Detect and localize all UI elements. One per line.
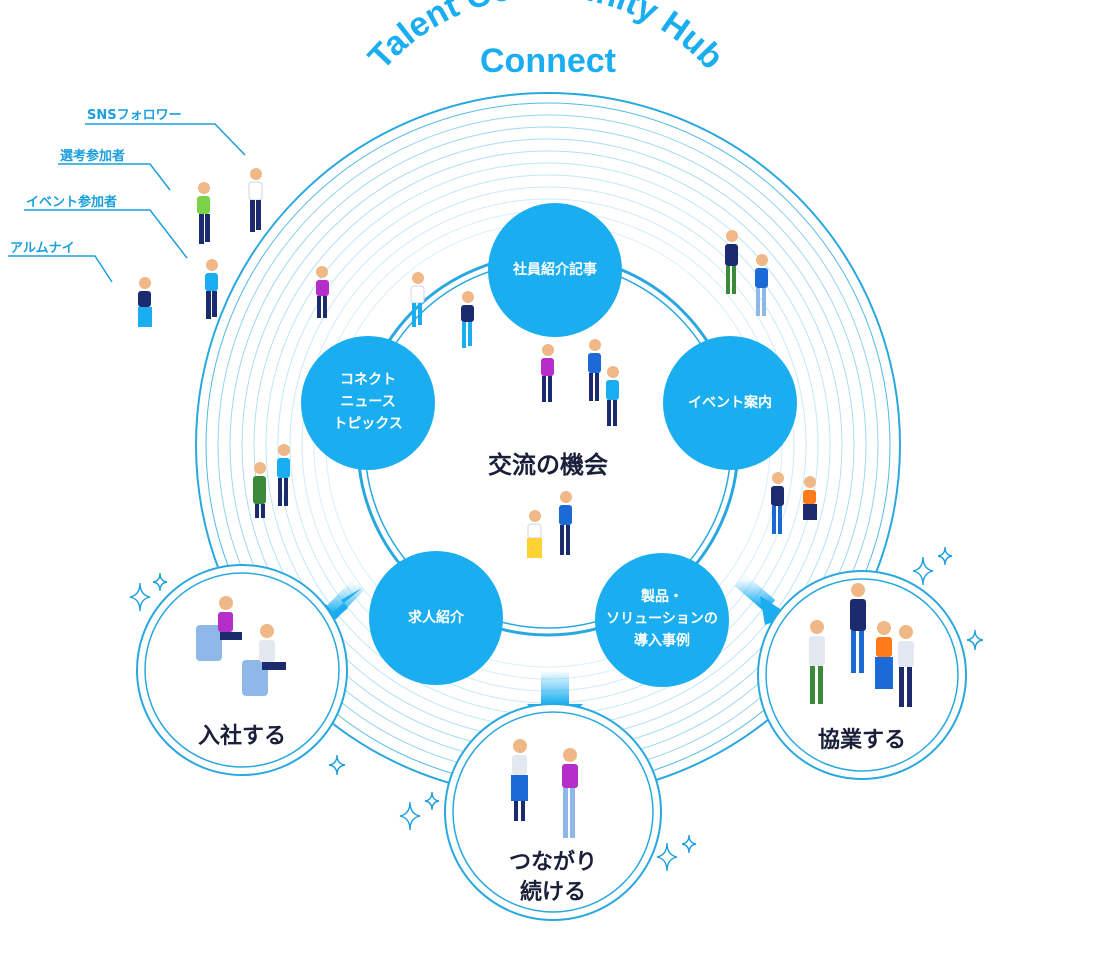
audience-label-sns-followers: SNSフォロワー bbox=[87, 108, 182, 123]
person-icon bbox=[755, 254, 768, 316]
person-icon bbox=[242, 624, 286, 696]
node-label-case-studies: 製品・ ソリューションの 導入事例 bbox=[606, 589, 718, 649]
node-label-employee-articles: 社員紹介記事 bbox=[513, 262, 597, 278]
node-case-studies bbox=[595, 553, 729, 687]
person-icon bbox=[541, 344, 554, 402]
person-icon bbox=[511, 739, 528, 821]
person-icon bbox=[809, 620, 825, 704]
node-label-job-listings: 求人紹介 bbox=[408, 610, 464, 626]
outcome-label-join: 入社する bbox=[197, 724, 286, 749]
person-icon bbox=[875, 621, 893, 689]
person-icon bbox=[771, 472, 784, 534]
audience-label-applicants: 選考参加者 bbox=[60, 149, 126, 164]
center-label: 交流の機会 bbox=[488, 451, 608, 479]
node-connect-news bbox=[301, 336, 435, 470]
outcome-label-stay-connected: つながり 続ける bbox=[508, 850, 597, 905]
person-icon bbox=[588, 339, 601, 401]
person-icon bbox=[527, 510, 542, 558]
node-event-info bbox=[663, 336, 797, 470]
person-icon bbox=[248, 168, 263, 232]
person-icon bbox=[205, 259, 218, 319]
node-employee-articles bbox=[488, 203, 622, 337]
person-icon bbox=[316, 266, 329, 318]
outcome-circles bbox=[136, 564, 967, 921]
person-icon bbox=[253, 462, 266, 518]
outcome-circle-stay-connected bbox=[444, 703, 662, 921]
outcome-label-collaborate: 協業する bbox=[817, 728, 906, 753]
person-icon bbox=[196, 596, 242, 661]
person-icon bbox=[898, 625, 914, 707]
audience-leader-lines bbox=[8, 123, 246, 283]
audience-label-alumni: アルムナイ bbox=[10, 241, 75, 256]
node-job-listings bbox=[369, 551, 503, 685]
content-nodes bbox=[301, 203, 797, 687]
person-icon bbox=[562, 748, 578, 838]
person-icon bbox=[725, 230, 738, 294]
title-line1: Connect bbox=[480, 42, 616, 80]
person-icon bbox=[277, 444, 290, 506]
sparkle-icons bbox=[129, 546, 984, 872]
people-illustrations bbox=[138, 168, 914, 838]
person-icon bbox=[850, 583, 866, 673]
person-icon bbox=[410, 272, 425, 327]
person-icon bbox=[559, 491, 572, 555]
audience-label-event-participants: イベント参加者 bbox=[26, 195, 118, 210]
person-icon bbox=[803, 476, 817, 520]
person-icon bbox=[606, 366, 619, 426]
node-label-event-info: イベント案内 bbox=[688, 395, 772, 411]
node-label-connect-news: コネクト ニュース トピックス bbox=[333, 372, 403, 432]
person-icon bbox=[461, 291, 474, 348]
person-icon bbox=[197, 182, 210, 244]
outcome-circle-collaborate bbox=[757, 570, 967, 780]
person-icon bbox=[138, 277, 152, 327]
